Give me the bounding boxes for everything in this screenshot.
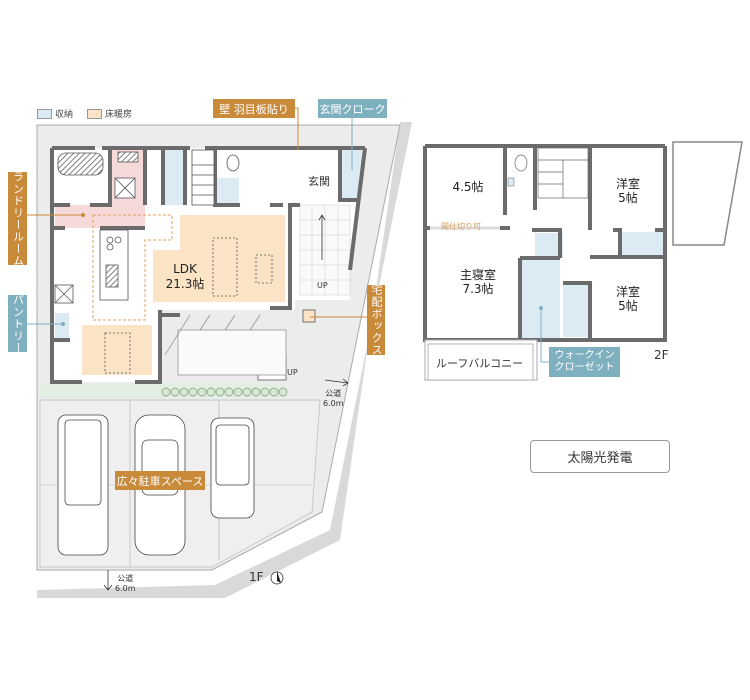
legend-floor-heating: 床暖房 bbox=[87, 107, 132, 120]
floor-heating-swatch bbox=[87, 108, 102, 119]
wic-storage bbox=[520, 258, 560, 338]
bathtub bbox=[57, 152, 104, 176]
callout-parking: 広々駐車スペース bbox=[115, 471, 205, 490]
stairs-2f bbox=[514, 147, 589, 199]
washbasin bbox=[117, 151, 139, 163]
roof-balcony-label: ルーフバルコニー bbox=[436, 357, 524, 370]
walls-2f bbox=[423, 144, 667, 342]
entrance-cloak-storage bbox=[340, 150, 362, 200]
western-room-2-name: 洋室 bbox=[615, 285, 640, 299]
master-bedroom-size: 7.3帖 bbox=[462, 282, 494, 297]
road-bottom-name: 公道 bbox=[117, 574, 134, 583]
callout-pantry: パントリー bbox=[8, 294, 27, 354]
sofa bbox=[212, 237, 238, 297]
western-room-1-name: 洋室 bbox=[615, 177, 640, 191]
legend-storage-label: 収納 bbox=[55, 110, 74, 120]
toilet-2f bbox=[514, 154, 528, 172]
ldk-size: 21.3帖 bbox=[165, 277, 205, 291]
entrance-label: 玄関 bbox=[308, 175, 330, 188]
shrubs bbox=[161, 387, 288, 397]
callout-laundry-room: ランドリールーム bbox=[8, 171, 27, 267]
storage-hall bbox=[163, 150, 185, 205]
floor-label-2f: 2F bbox=[654, 348, 669, 362]
up-label-entrance: UP bbox=[317, 281, 328, 290]
room-4-5-size: 4.5帖 bbox=[452, 180, 484, 194]
callout-wall-paneling: 壁 羽目板貼り bbox=[213, 99, 295, 118]
circulation-path bbox=[92, 214, 173, 321]
solar-power-label: 太陽光発電 bbox=[530, 440, 670, 473]
up-label-garage: UP bbox=[287, 368, 298, 377]
road-right-width: 6.0m bbox=[323, 398, 344, 408]
stairs-1f bbox=[191, 149, 215, 206]
north-arrow-icon bbox=[270, 571, 284, 585]
master-bedroom-name: 主寝室 bbox=[459, 268, 496, 282]
walls-1f bbox=[50, 146, 367, 384]
dining-floor-heating bbox=[82, 325, 152, 375]
road-bottom-width: 6.0m bbox=[115, 583, 136, 593]
coffee-table bbox=[255, 254, 273, 284]
ldk-floor-heating bbox=[153, 215, 285, 302]
floor-label-1f: 1F bbox=[249, 570, 264, 584]
storage-swatch bbox=[37, 108, 52, 119]
pantry-storage bbox=[55, 313, 69, 339]
partition-note: 間仕切り可 bbox=[441, 222, 481, 231]
ldk-name: LDK bbox=[173, 262, 197, 276]
storage-toilet bbox=[217, 178, 239, 203]
carport bbox=[164, 314, 287, 376]
balcony-2f-right bbox=[672, 141, 743, 246]
legend-storage: 収納 bbox=[37, 107, 73, 120]
dining-table bbox=[104, 332, 131, 374]
delivery-box bbox=[302, 309, 316, 323]
road-right-name: 公道 bbox=[325, 389, 342, 398]
callout-walk-in-closet: ウォークイン クローゼット bbox=[549, 347, 620, 377]
toilet-1f bbox=[226, 154, 240, 172]
western-room-1-size: 5帖 bbox=[618, 191, 638, 206]
legend-floor-heating-label: 床暖房 bbox=[105, 110, 133, 120]
road-arrows bbox=[103, 214, 349, 591]
callout-delivery-box: 宅配ボックス bbox=[367, 284, 385, 356]
callout-entrance-cloak: 玄関クローク bbox=[318, 99, 387, 118]
western-room-2-size: 5帖 bbox=[618, 299, 638, 314]
laundry-room-area bbox=[55, 150, 145, 228]
